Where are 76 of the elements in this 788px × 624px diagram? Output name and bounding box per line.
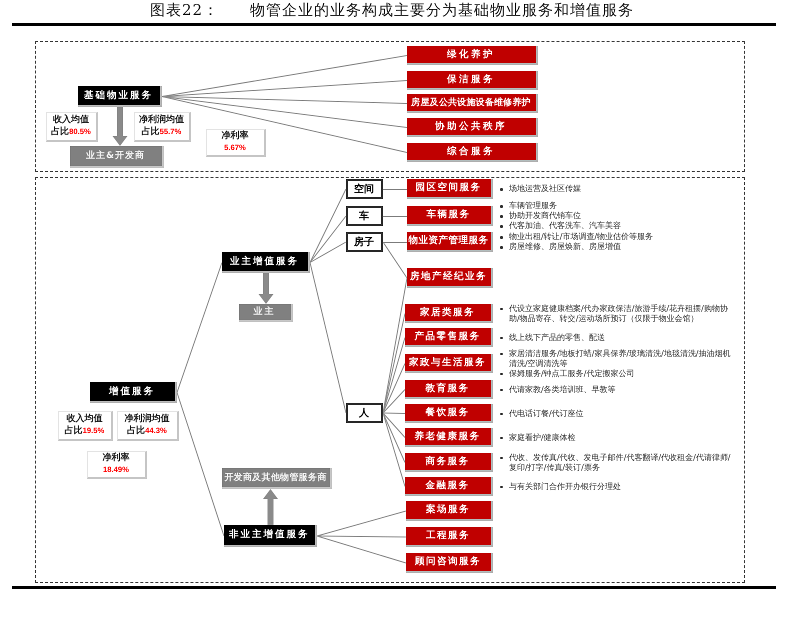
service-box: 综合服务 [406,142,538,162]
connector-line [310,216,346,263]
category-box: 增值服务 [90,382,176,402]
service-box: 金融服务 [404,476,492,496]
object-box: 车 [346,206,382,226]
connector-line [310,188,346,263]
bullet-item: 保姆服务/钟点工服务/代定搬家公司 [498,368,738,378]
connector-line [316,510,406,536]
connector-line [382,189,408,190]
bullet-item: 房屋维修、房屋焕新、房屋增值 [498,242,738,252]
service-box: 房屋及公共设施设备维修养护 [406,94,538,112]
service-box: 案场服务 [406,500,492,520]
connector-line [382,412,406,438]
customer-box: 开发商及其他物管服务商 [222,468,332,488]
connector-line [382,412,406,463]
connector-line [176,392,224,536]
service-box: 养老健康服务 [404,428,492,446]
service-box: 家政与生活服务 [404,354,492,372]
connector-line [162,96,408,128]
service-box: 教育服务 [404,380,492,398]
service-box: 家居类服务 [404,304,492,322]
object-box: 空间 [346,178,382,198]
service-box: 餐饮服务 [404,404,492,422]
bullet-item: 车辆管理服务 [498,201,738,211]
bullet-item: 家居清洁服务/地板打蜡/家具保养/玻璃清洗/地毯清洗/抽油烟机清洗/空调清洗等 [498,348,738,368]
bullet-item: 物业出租/转让/市场调查/物业估价等服务 [498,232,738,242]
service-box: 协助公共秩序 [406,118,538,136]
service-box: 车辆服务 [406,206,492,226]
bullet-item: 与有关部门合作开办银行分理处 [498,482,738,492]
connector-line [382,242,408,278]
connector-line [162,55,408,97]
connector-line [316,536,406,564]
bullet-item: 代客加油、代客洗车、汽车美容 [498,221,738,231]
bullet-item: 代请家教/各类培训班、早教等 [498,384,738,394]
bullet-item: 协助开发商代销车位 [498,211,738,221]
connector-line [310,242,346,263]
service-box: 工程服务 [406,526,492,546]
category-box: 基础物业服务 [78,86,162,106]
bullet-item: 代设立家庭健康档案/代办家政保洁/旅游手续/花卉租摆/购物协助/物品寄存、转交/运动场所预订（仅限于物业会馆） [498,304,738,324]
title: 图表22： 物管企业的业务构成主要分为基础物业服务和增值服务 [150,0,634,20]
connector-line [176,262,222,393]
bullet-item: 家庭看护/健康体检 [498,432,738,442]
object-box: 房子 [346,232,382,252]
bullet-item: 线上线下产品的零售、配送 [498,332,738,342]
connector-line [310,262,346,414]
service-box: 产品零售服务 [404,328,492,346]
bullet-item: 代电话订餐/代订座位 [498,408,738,418]
service-box: 保洁服务 [406,70,538,90]
block-arrow [258,273,274,304]
service-box: 房地产经纪业务 [406,268,492,288]
service-box: 绿化养护 [406,46,538,64]
connector-line [382,412,406,487]
connector-line [162,96,408,153]
service-box: 顾问咨询服务 [406,552,492,572]
connector-line [382,412,406,414]
object-box: 人 [346,402,382,422]
connector-line [382,242,408,243]
connector-line [382,363,406,414]
bullet-item: 代收、发传真/代收、发电子邮件/代客翻译/代收租金/代请律师/复印/打字/传真/装订/票务 [498,452,738,472]
connector-line [382,337,406,414]
dashed-frame [35,41,745,172]
connector-line [162,96,408,104]
service-box: 商务服务 [404,452,492,472]
connector-line [382,216,408,217]
service-box: 物业资产管理服务 [406,232,492,252]
block-arrow [263,489,278,525]
connector-line [316,536,406,538]
category-box: 业主增值服务 [222,252,310,272]
category-box: 非业主增值服务 [224,524,316,546]
block-arrow [112,107,128,146]
service-box: 园区空间服务 [406,178,492,198]
customer-box: 业主 [238,304,292,322]
connector-line [382,389,406,414]
dashed-frame [35,177,745,583]
bullet-item: 场地运营及社区传媒 [498,184,738,194]
customer-box: 业主&开发商 [70,146,164,168]
